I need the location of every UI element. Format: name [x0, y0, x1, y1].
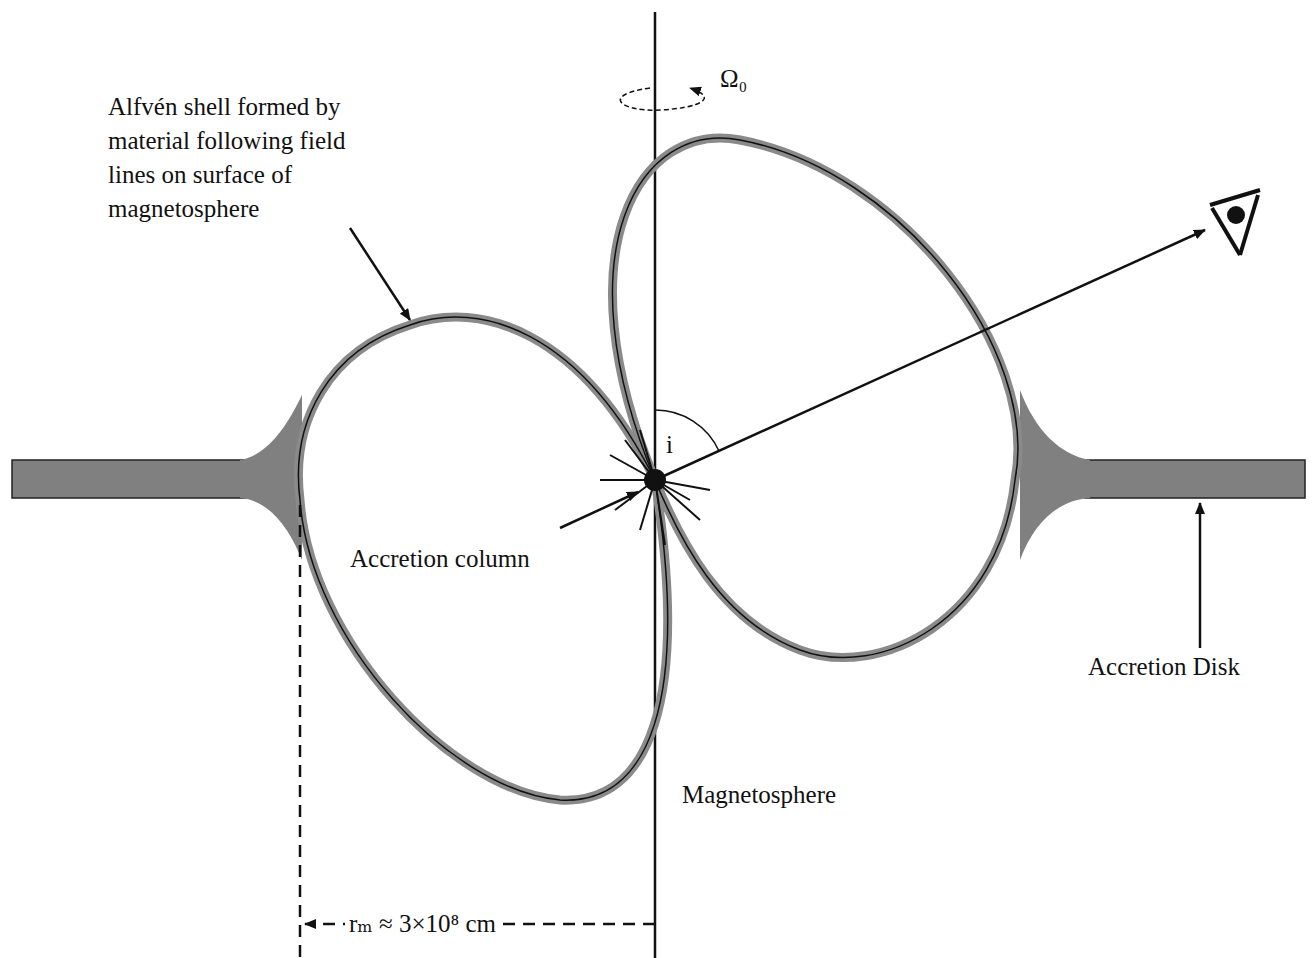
angle-symbol: i — [666, 428, 696, 462]
callout-note: Alfvén shell formed by material followin… — [108, 90, 393, 226]
dimension-label: rₘ ≈ 3×10⁸ cm — [345, 907, 500, 941]
part-label: Accretion column — [350, 542, 610, 576]
part-label: Accretion Disk — [1088, 650, 1308, 684]
rotation-symbol: Ω₀ — [720, 62, 800, 96]
part-label: Magnetosphere — [682, 778, 942, 812]
